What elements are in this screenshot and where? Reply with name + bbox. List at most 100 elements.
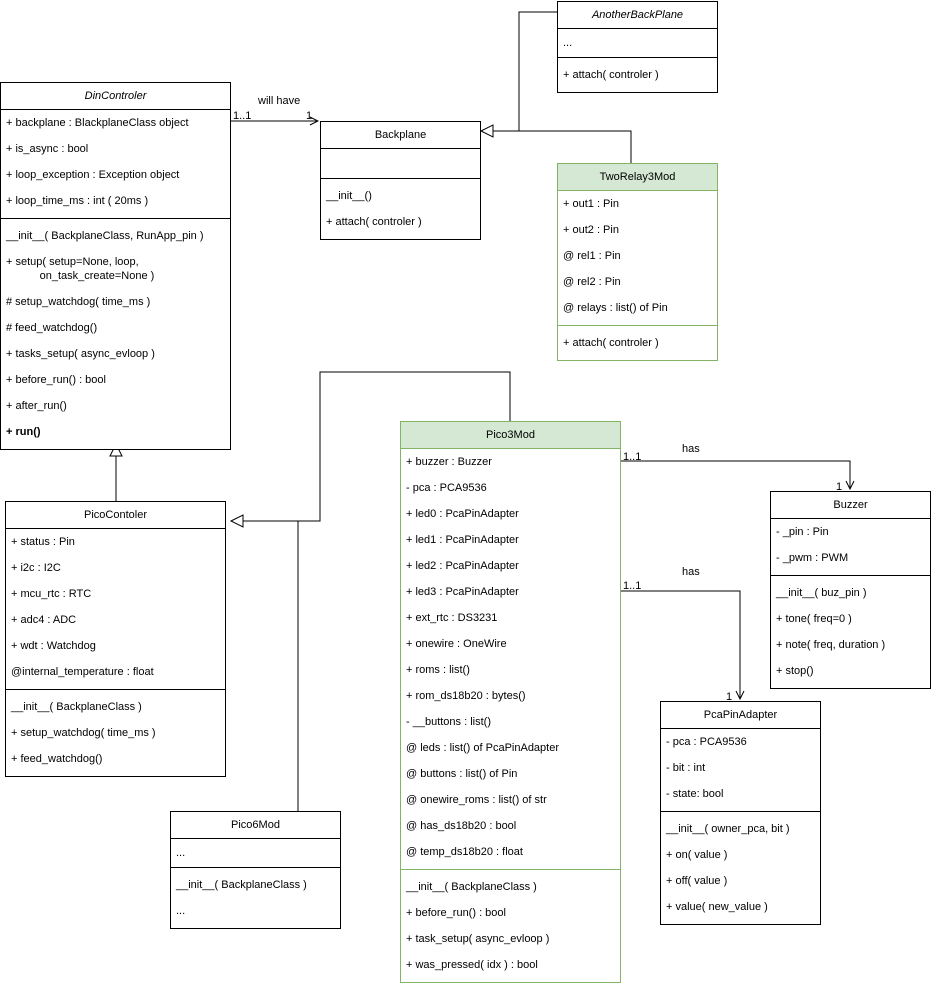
attribute: + out1 : Pin	[563, 198, 619, 210]
methods-section: __init__( BackplaneClass, RunApp_pin ) +…	[1, 218, 230, 449]
label-has-adapter: has	[682, 566, 700, 578]
method: + before_run() : bool	[6, 374, 106, 386]
method: + stop()	[776, 665, 814, 677]
attribute: + backplane : BlackplaneClass object	[6, 117, 189, 129]
method: __init__()	[326, 190, 372, 202]
attribute: @ rel1 : Pin	[563, 250, 621, 262]
attribute: + i2c : I2C	[11, 562, 61, 574]
attributes-section: - pca : PCA9536 - bit : int - state: boo…	[661, 729, 820, 811]
method: __init__( BackplaneClass )	[176, 879, 307, 891]
method: + tone( freq=0 )	[776, 613, 852, 625]
methods-section: + attach( controler )	[558, 325, 717, 360]
method: + setup_watchdog( time_ms )	[11, 727, 156, 739]
method: + on( value )	[666, 849, 728, 861]
method: __init__( BackplaneClass )	[406, 881, 537, 893]
attribute: + led0 : PcaPinAdapter	[406, 508, 519, 520]
method: + value( new_value )	[666, 901, 768, 913]
class-buzzer: Buzzer - _pin : Pin - _pwm : PWM __init_…	[770, 491, 931, 689]
mult-pico3-buzzer-side: 1..1	[623, 451, 642, 463]
attribute: + adc4 : ADC	[11, 614, 77, 626]
assoc-pico3-adapter	[620, 590, 740, 699]
method: # setup_watchdog( time_ms )	[6, 296, 151, 308]
class-name: Backplane	[321, 122, 480, 149]
class-name: AnotherBackPlane	[558, 2, 717, 29]
attribute: + status : Pin	[11, 536, 75, 548]
attributes-section: - _pin : Pin - _pwm : PWM	[771, 519, 930, 575]
mult-pico3-adapter-side: 1..1	[623, 580, 642, 592]
mult-din-side: 1..1	[233, 110, 252, 122]
attributes-section: + out1 : Pin + out2 : Pin @ rel1 : Pin @…	[558, 191, 717, 325]
method: + attach( controler )	[563, 337, 659, 349]
class-name: Pico3Mod	[401, 422, 620, 449]
attribute: - bit : int	[666, 762, 706, 774]
method: + tasks_setup( async_evloop )	[6, 348, 155, 360]
method: __init__( buz_pin )	[776, 587, 867, 599]
method: ...	[176, 905, 186, 917]
label-will-have: will have	[258, 95, 301, 107]
methods-section: __init__( BackplaneClass ) ...	[171, 867, 340, 928]
inherit-tworelay-backplane	[493, 130, 632, 163]
attribute: @ rel2 : Pin	[563, 276, 621, 288]
attribute: + mcu_rtc : RTC	[11, 588, 92, 600]
class-anotherbackplane: AnotherBackPlane ... + attach( controler…	[557, 1, 718, 93]
attribute: + onewire : OneWire	[406, 638, 507, 650]
attribute: - _pin : Pin	[776, 526, 829, 538]
methods-section: __init__( owner_pca, bit ) + on( value )…	[661, 811, 820, 924]
attributes-section	[321, 149, 480, 178]
attribute: + led1 : PcaPinAdapter	[406, 534, 519, 546]
class-dincontroler: DinControler + backplane : BlackplaneCla…	[0, 82, 231, 450]
methods-section: __init__( BackplaneClass ) + before_run(…	[401, 869, 620, 982]
attribute: - _pwm : PWM	[776, 552, 849, 564]
attribute: @ temp_ds18b20 : float	[406, 846, 523, 858]
attribute: - state: bool	[666, 788, 724, 800]
attribute: + is_async : bool	[6, 143, 89, 155]
attribute: + ext_rtc : DS3231	[406, 612, 498, 624]
method: + after_run()	[6, 400, 67, 412]
attribute: + wdt : Watchdog	[11, 640, 96, 652]
attributes-section: + buzzer : Buzzer - pca : PCA9536 + led0…	[401, 449, 620, 869]
attribute: @ buttons : list() of Pin	[406, 768, 518, 780]
inherit-pico6-pico	[243, 520, 299, 811]
attribute: @ relays : list() of Pin	[563, 302, 668, 314]
attribute: ...	[563, 37, 573, 49]
attribute: + rom_ds18b20 : bytes()	[406, 690, 526, 702]
method: __init__( BackplaneClass, RunApp_pin )	[6, 230, 204, 242]
method: + setup( setup=None, loop, on_task_creat…	[6, 256, 155, 282]
method: __init__( BackplaneClass )	[11, 701, 142, 713]
inherit-triangle-din	[109, 442, 123, 457]
method: + run()	[6, 426, 41, 438]
class-picocontoler: PicoContoler + status : Pin + i2c : I2C …	[5, 501, 226, 777]
inherit-another-backplane	[493, 11, 557, 132]
methods-section: + attach( controler )	[558, 57, 717, 92]
class-name: Pico6Mod	[171, 812, 340, 839]
method: __init__( owner_pca, bit )	[666, 823, 790, 835]
method: + attach( controler )	[326, 216, 422, 228]
class-backplane: Backplane __init__() + attach( controler…	[320, 121, 481, 240]
mult-buzzer-side: 1	[836, 481, 843, 493]
attribute: + buzzer : Buzzer	[406, 456, 492, 468]
method: + note( freq, duration )	[776, 639, 886, 651]
attribute: - pca : PCA9536	[666, 736, 747, 748]
method: + off( value )	[666, 875, 728, 887]
class-name: DinControler	[1, 83, 230, 110]
mult-adapter-side: 1	[726, 691, 733, 703]
class-name: PcaPinAdapter	[661, 702, 820, 729]
methods-section: __init__() + attach( controler )	[321, 178, 480, 239]
class-tworelay3mod: TwoRelay3Mod + out1 : Pin + out2 : Pin @…	[557, 163, 718, 361]
method: + attach( controler )	[563, 69, 659, 81]
attribute: + loop_exception : Exception object	[6, 169, 180, 181]
method: + was_pressed( idx ) : bool	[406, 959, 538, 971]
attribute: + led2 : PcaPinAdapter	[406, 560, 519, 572]
assoc-pico3-buzzer	[620, 460, 850, 489]
methods-section: __init__( buz_pin ) + tone( freq=0 ) + n…	[771, 575, 930, 688]
method: + before_run() : bool	[406, 907, 506, 919]
attribute: + out2 : Pin	[563, 224, 619, 236]
attributes-section: ...	[558, 29, 717, 57]
mult-backplane-side: 1	[306, 110, 313, 122]
attribute: - __buttons : list()	[406, 716, 491, 728]
attribute: @ leds : list() of PcaPinAdapter	[406, 742, 560, 754]
class-name: Buzzer	[771, 492, 930, 519]
attribute: + led3 : PcaPinAdapter	[406, 586, 519, 598]
attributes-section: ...	[171, 839, 340, 867]
